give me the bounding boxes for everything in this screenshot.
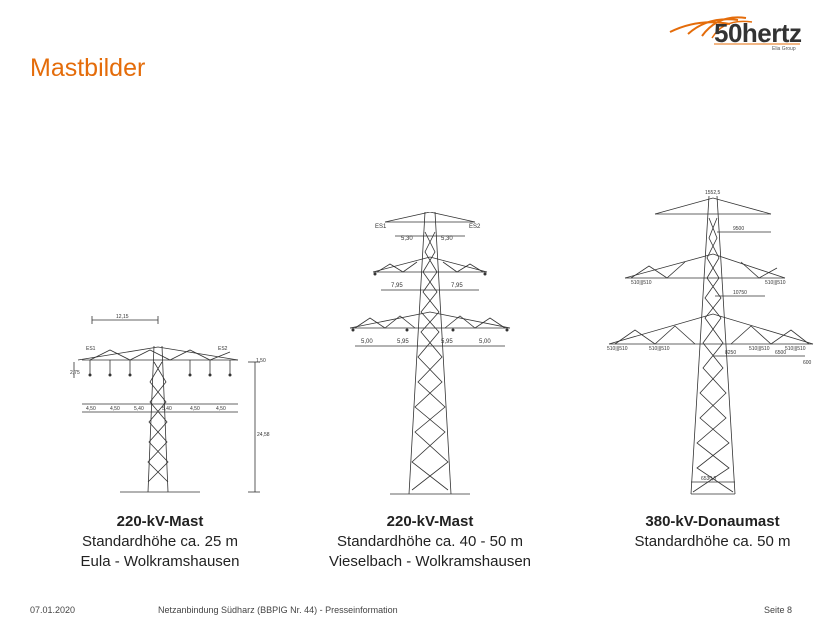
dim-label: 2,75 [70, 370, 80, 376]
dim-label: 1,50 [256, 358, 266, 364]
mast-height: Standardhöhe ca. 40 - 50 m [337, 533, 523, 550]
mast-220kv-tall-drawing: ES1 ES2 5,30 5,30 7,95 7,95 5,00 5,95 5,… [349, 212, 511, 495]
dim-label: 600 [803, 360, 812, 366]
footer-date: 07.01.2020 [30, 605, 76, 615]
span-label: 5,40 [134, 406, 144, 412]
side-height-label: 24,58 [257, 432, 270, 438]
mast-route: Vieselbach - Wolkramshausen [328, 553, 532, 570]
mast-height: Standardhöhe ca. 25 m [82, 533, 238, 550]
span-label: 5,40 [162, 406, 172, 412]
dim-label: 7,95 [451, 283, 463, 289]
es2-label: ES2 [218, 346, 228, 352]
insulator-label: 510|||510 [749, 346, 770, 352]
logo-subtitle: Elia Group [772, 46, 796, 52]
dim-label: 12,15 [116, 314, 129, 320]
insulator-label: 510|||510 [631, 280, 652, 286]
dim-label: 5,00 [479, 339, 491, 345]
footer-page-number: Seite 8 [764, 605, 793, 615]
dim-label: 5,30 [401, 236, 413, 242]
dim-label: 10750 [733, 290, 747, 296]
insulator-label: 510|||510 [785, 346, 806, 352]
dim-label: 9500 [733, 226, 744, 232]
es1-label: ES1 [375, 224, 387, 230]
span-label: 4,50 [216, 406, 226, 412]
es2-label: ES2 [469, 224, 481, 230]
dim-label: 5,30 [441, 236, 453, 242]
mast-220kv-small-drawing: 12,15 ES1 ES2 4,50 4,50 5,40 5,40 4,50 4… [70, 314, 270, 493]
span-label: 4,50 [86, 406, 96, 412]
dim-label: 1552,5 [705, 190, 721, 196]
insulator-label: 510|||510 [765, 280, 786, 286]
mast-name: 380-kV-Donaumast [645, 513, 780, 530]
dim-label: 6530,5 [701, 476, 717, 482]
dim-label: 5,00 [361, 339, 373, 345]
logo-wordmark: 50hertz [714, 18, 802, 48]
insulator-label: 510|||510 [607, 346, 628, 352]
mast-name: 220-kV-Mast [386, 513, 474, 530]
insulator-label: 510|||510 [649, 346, 670, 352]
span-label: 4,50 [190, 406, 200, 412]
mast-caption-3: 380-kV-Donaumast Standardhöhe ca. 50 m [610, 512, 815, 552]
dim-label: 5,95 [397, 339, 409, 345]
mast-name: 220-kV-Mast [116, 513, 204, 530]
company-logo [669, 16, 800, 45]
span-label: 4,50 [110, 406, 120, 412]
footer-title: Netzanbindung Südharz (BBPIG Nr. 44) - P… [158, 605, 398, 615]
mast-380kv-donau-drawing: 1552,5 9500 10750 8250 6500 600 6530,5 5… [607, 190, 814, 495]
dim-label: 5,95 [441, 339, 453, 345]
mast-caption-2: 220-kV-Mast Standardhöhe ca. 40 - 50 m V… [310, 512, 550, 572]
dim-label: 7,95 [391, 283, 403, 289]
dim-label: 6500 [775, 350, 786, 356]
page-title: Mastbilder [30, 54, 146, 82]
mast-caption-1: 220-kV-Mast Standardhöhe ca. 25 m Eula -… [60, 512, 260, 572]
mast-height: Standardhöhe ca. 50 m [634, 533, 791, 550]
dim-label: 8250 [725, 350, 736, 356]
mast-route: Eula - Wolkramshausen [80, 553, 240, 570]
es1-label: ES1 [86, 346, 96, 352]
